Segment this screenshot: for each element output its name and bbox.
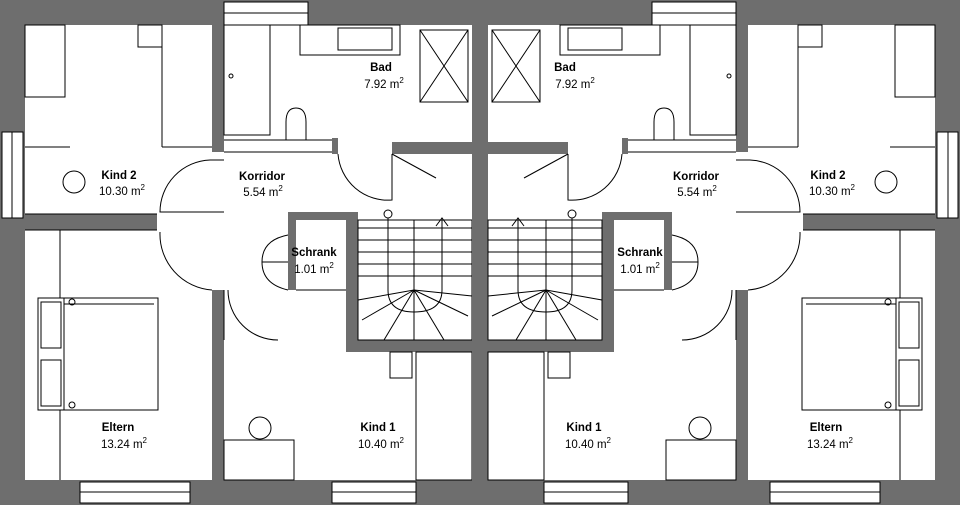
bad-fixtures — [223, 24, 469, 141]
room-bad-left: Bad 7.92 m2 — [364, 62, 404, 91]
room-schrank-left: Schrank 1.01 m2 — [291, 247, 337, 276]
floor-plan-half-right — [471, 0, 960, 505]
room-area: 5.54 m2 — [243, 184, 283, 199]
room-area: 7.92 m2 — [364, 76, 404, 91]
room-name: Bad — [554, 62, 576, 74]
room-kind2-right: Kind 2 10.30 m2 — [809, 170, 856, 198]
room-area: 1.01 m2 — [620, 261, 660, 276]
room-area: 10.30 m2 — [809, 183, 856, 198]
room-korridor-right: Korridor 5.54 m2 — [673, 171, 720, 199]
room-area: 13.24 m2 — [101, 436, 148, 451]
room-name: Eltern — [102, 422, 135, 434]
room-eltern-right: Eltern 13.24 m2 — [807, 422, 854, 451]
room-name: Kind 1 — [360, 422, 396, 434]
kind2-furniture — [24, 24, 212, 194]
room-area: 10.30 m2 — [99, 183, 146, 198]
floor-plan-half-left — [0, 0, 488, 505]
kind1-furniture — [223, 351, 473, 481]
room-labels: Kind 2 10.30 m2 Bad 7.92 m2 Korridor 5.5… — [99, 62, 856, 451]
room-name: Eltern — [810, 422, 843, 434]
windows — [1, 1, 417, 504]
room-schrank-right: Schrank 1.01 m2 — [617, 247, 663, 276]
room-area: 7.92 m2 — [555, 76, 595, 91]
room-name: Korridor — [239, 171, 286, 183]
room-kind1-right: Kind 1 10.40 m2 — [565, 422, 612, 451]
room-korridor-left: Korridor 5.54 m2 — [239, 171, 286, 199]
room-name: Bad — [370, 62, 392, 74]
room-area: 10.40 m2 — [565, 436, 612, 451]
eltern-furniture — [37, 297, 159, 411]
room-area: 5.54 m2 — [677, 184, 717, 199]
doors — [159, 153, 437, 341]
room-name: Schrank — [291, 247, 337, 259]
room-bad-right: Bad 7.92 m2 — [554, 62, 595, 91]
room-name: Schrank — [617, 247, 663, 259]
room-area: 10.40 m2 — [358, 436, 405, 451]
room-kind1-left: Kind 1 10.40 m2 — [358, 422, 405, 451]
room-area: 1.01 m2 — [294, 261, 334, 276]
room-name: Kind 1 — [566, 422, 602, 434]
room-name: Kind 2 — [101, 170, 136, 182]
room-eltern-left: Eltern 13.24 m2 — [101, 422, 148, 451]
room-area: 13.24 m2 — [807, 436, 854, 451]
room-kind2-left: Kind 2 10.30 m2 — [99, 170, 146, 198]
room-name: Korridor — [673, 171, 720, 183]
staircase — [357, 209, 473, 341]
room-name: Kind 2 — [810, 170, 845, 182]
